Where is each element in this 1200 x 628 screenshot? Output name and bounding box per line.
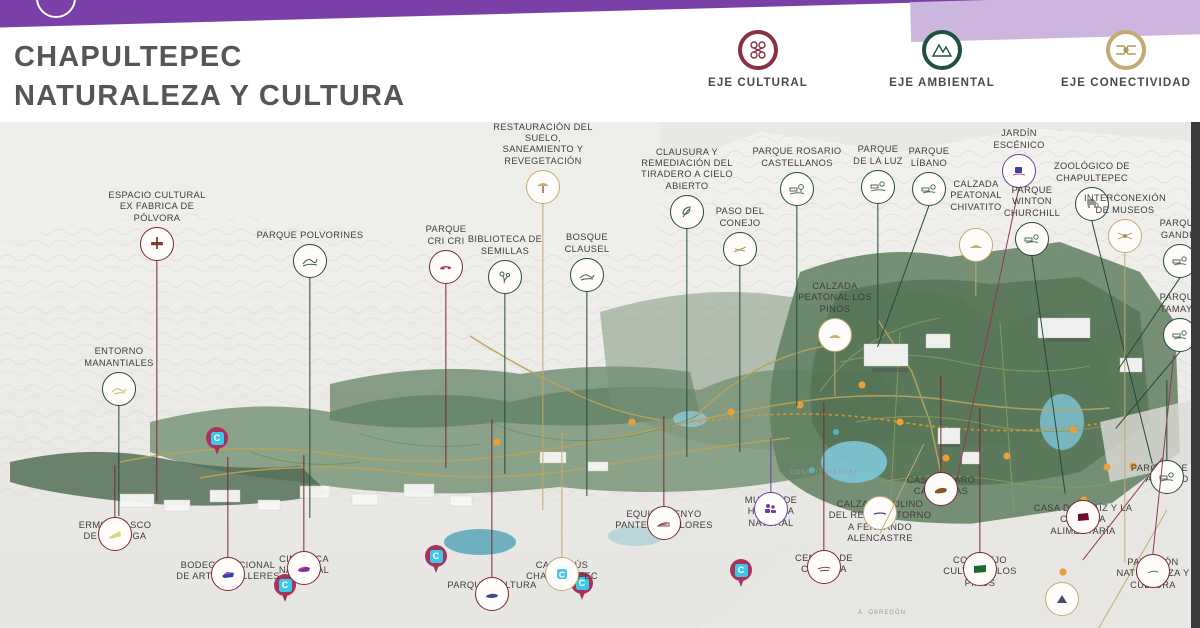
cablebus-icon: C — [734, 563, 748, 577]
park-icon — [475, 577, 509, 611]
svg-text:C: C — [559, 570, 565, 580]
marker-label: ZOOLÓGICO DE CHAPULTEPEC — [1053, 161, 1130, 183]
cablebus-icon: C — [210, 431, 224, 445]
right-edge-strip — [1191, 122, 1200, 628]
walkway-icon — [959, 228, 993, 262]
cinema-icon — [287, 551, 321, 585]
pin-tip — [577, 588, 587, 600]
marker-label: PARQUE DE LA LUZ — [853, 144, 903, 166]
legend-item-cultural[interactable]: EJE CULTURAL — [688, 30, 828, 89]
leaf-icon — [670, 195, 704, 229]
cablebus-station-pin[interactable]: C — [425, 545, 447, 573]
stage-icon — [1002, 154, 1036, 188]
legend-label-conectividad: EJE CONECTIVIDAD — [1060, 77, 1192, 89]
marker-label: PARQUE CRI CRI — [425, 224, 467, 246]
hammer-icon — [140, 227, 174, 261]
environmental-axis-icon — [922, 30, 962, 70]
park-bench-icon — [1015, 222, 1049, 256]
monument-icon — [1045, 582, 1079, 616]
network-icon — [1108, 219, 1142, 253]
tree-restoration-icon — [526, 170, 560, 204]
park-bench-icon — [912, 172, 946, 206]
building-icon — [647, 506, 681, 540]
legend-item-ambiental[interactable]: EJE AMBIENTAL — [872, 30, 1012, 89]
cablebus-icon: C — [429, 549, 443, 563]
map-terrain: CONSTITUYENTES A. OBREGÓN — [0, 122, 1200, 628]
header: CHAPULTEPEC NATURALEZA Y CULTURA EJE CUL… — [0, 0, 1200, 122]
svg-text:A. OBREGÓN: A. OBREGÓN — [858, 609, 906, 616]
marker-label: PARQUE POLVORINES — [256, 229, 364, 240]
legend: EJE CULTURAL EJE AMBIENTAL EJE CONE — [688, 30, 1196, 89]
marker-label: PARQUE WINTON CHURCHILL — [1003, 185, 1061, 218]
complex-icon — [963, 552, 997, 586]
museum-icon — [754, 492, 788, 526]
page-title: CHAPULTEPEC NATURALEZA Y CULTURA — [14, 38, 405, 115]
park-bench-icon — [861, 170, 895, 204]
landscape-icon — [293, 244, 327, 278]
marker-label: BIBLIOTECA DE SEMILLAS — [467, 234, 543, 256]
marker-label: CALZADA PEATONAL CHIVATITO — [950, 179, 1002, 212]
page-title-line2: NATURALEZA Y CULTURA — [14, 79, 406, 112]
marker-label: PARQUE ROSARIO CASTELLANOS — [752, 146, 842, 168]
marker-label: PASO DEL CONEJO — [715, 206, 765, 228]
walkway-icon — [818, 318, 852, 352]
pin-tip — [736, 575, 746, 587]
marker-label: CALZADA PEATONAL LOS PINOS — [798, 281, 872, 314]
cablebus-icon: C — [575, 576, 589, 590]
marker-label: BOSQUE CLAUSEL — [564, 232, 610, 254]
pin-tip — [431, 561, 441, 573]
legend-label-ambiental: EJE AMBIENTAL — [889, 77, 995, 89]
marker-label: JARDÍN ESCÉNICO — [993, 128, 1045, 150]
pin-tip — [212, 443, 222, 455]
page-title-line1: CHAPULTEPEC — [14, 41, 243, 73]
legend-label-cultural: EJE CULTURAL — [708, 77, 808, 89]
maize-house-icon — [1066, 500, 1100, 534]
cablebus-icon: C — [545, 557, 579, 591]
park-bench-icon — [780, 172, 814, 206]
connectivity-axis-icon — [1106, 30, 1146, 70]
elephant-icon — [1075, 187, 1109, 221]
pavilion-icon — [1136, 554, 1170, 588]
marker-label: RESTAURACIÓN DEL SUELO, SANEAMIENTO Y RE… — [493, 122, 593, 166]
marker-label: PARQUE GANDHI — [1159, 218, 1200, 240]
playground-icon — [429, 250, 463, 284]
pin-tip — [280, 590, 290, 602]
cablebus-station-pin[interactable]: C — [206, 427, 228, 455]
cultural-axis-icon — [738, 30, 778, 70]
marker-label: ESPACIO CULTURAL EX FABRICA DE PÓLVORA — [108, 190, 206, 223]
culture-icon — [807, 550, 841, 584]
house-icon — [924, 472, 958, 506]
marker-label: CLAUSURA Y REMEDIACIÓN DEL TIRADERO A CI… — [641, 146, 733, 191]
forest-icon — [570, 258, 604, 292]
marker-label: PARQUE CULTURA — [447, 580, 537, 590]
map-canvas[interactable]: CONSTITUYENTES A. OBREGÓN C C C C C — [0, 122, 1200, 628]
marker-label: PARQUE LÍBANO — [908, 146, 950, 168]
chapel-icon — [98, 517, 132, 551]
bridge-icon — [723, 232, 757, 266]
seed-icon — [488, 260, 522, 294]
marker-label: INTERCONEXIÓN DE MUSEOS — [1083, 193, 1167, 215]
road-icon — [863, 496, 897, 530]
warehouse-icon — [211, 557, 245, 591]
marker-label: PARQUE TAMAYO — [1159, 292, 1200, 314]
cablebus-station-pin[interactable]: C — [730, 559, 752, 587]
marker-label: ENTORNO MANANTIALES — [84, 346, 154, 368]
spring-water-icon — [102, 372, 136, 406]
cablebus-icon: C — [278, 578, 292, 592]
legend-item-conectividad[interactable]: EJE CONECTIVIDAD — [1056, 30, 1196, 89]
